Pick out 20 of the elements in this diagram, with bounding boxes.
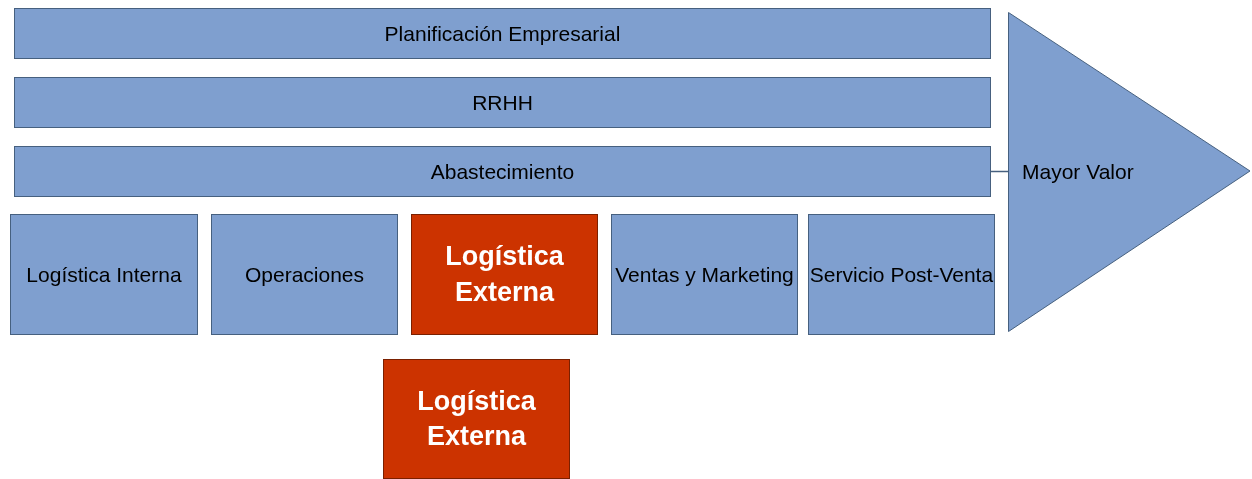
box-label: Servicio Post-Venta [809,261,994,288]
box-label: Logística Externa [444,240,565,309]
support-activity-band [14,8,991,59]
primary-activity-box [211,214,398,335]
highlighted-box [383,359,570,479]
support-activity-band [14,146,991,197]
value-arrow [1008,12,1251,332]
box-label: Logística Externa [416,384,537,453]
arrow-label: Mayor Valor [1022,160,1134,184]
box-label: Abastecimiento [430,158,575,185]
box-label: RRHH [472,89,533,116]
box-label: Ventas y Marketing [615,261,794,288]
primary-activity-box [808,214,995,335]
highlighted-box [411,214,598,335]
support-activity-band [14,77,991,128]
box-label: Logística Interna [26,261,182,288]
primary-activity-box [10,214,198,335]
box-label: Operaciones [244,261,365,288]
primary-activity-box [611,214,798,335]
box-label: Planificación Empresarial [384,20,621,47]
